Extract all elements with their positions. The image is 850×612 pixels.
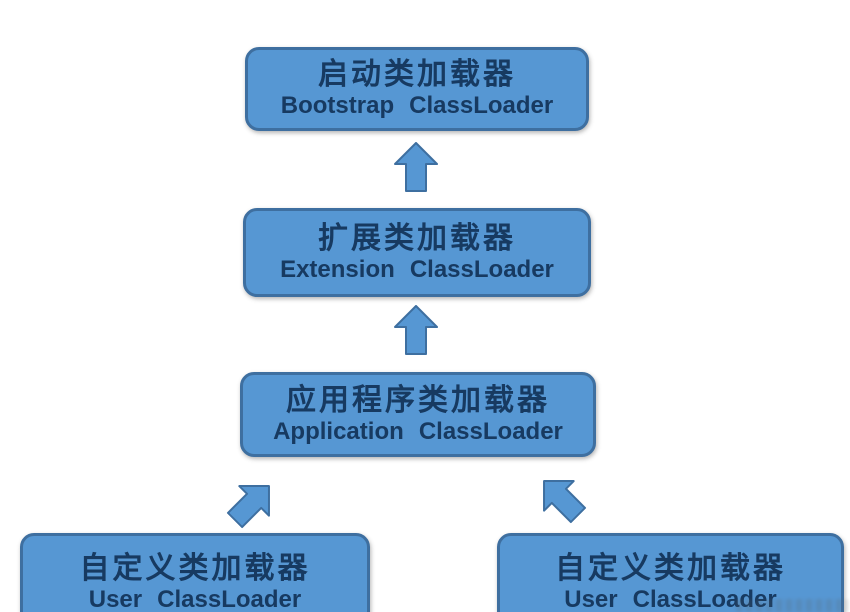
node-label-en: Application ClassLoader bbox=[273, 417, 563, 445]
node-label-zh: 自定义类加载器 bbox=[79, 552, 311, 586]
node-label-zh: 应用程序类加载器 bbox=[286, 383, 550, 417]
node-label-zh: 自定义类加载器 bbox=[555, 552, 786, 586]
node-user-classloader-right: 自定义类加载器 User ClassLoader bbox=[497, 533, 844, 612]
arrow-up-left-icon bbox=[528, 465, 594, 531]
node-label-zh: 启动类加载器 bbox=[318, 58, 516, 92]
node-label-en: Bootstrap ClassLoader bbox=[280, 92, 554, 120]
node-label-zh: 扩展类加载器 bbox=[318, 221, 516, 255]
node-bootstrap-classloader: 启动类加载器 Bootstrap ClassLoader bbox=[245, 47, 589, 131]
node-label-en: Extension ClassLoader bbox=[280, 255, 554, 283]
arrow-up-icon bbox=[394, 142, 438, 192]
node-user-classloader-left: 自定义类加载器 User ClassLoader bbox=[20, 533, 370, 612]
arrow-up-icon bbox=[394, 305, 438, 355]
node-extension-classloader: 扩展类加载器 Extension ClassLoader bbox=[243, 208, 591, 297]
node-application-classloader: 应用程序类加载器 Application ClassLoader bbox=[240, 372, 596, 457]
node-label-en: User ClassLoader bbox=[564, 586, 777, 612]
arrow-up-right-icon bbox=[219, 470, 285, 536]
node-label-en: User ClassLoader bbox=[88, 586, 302, 612]
